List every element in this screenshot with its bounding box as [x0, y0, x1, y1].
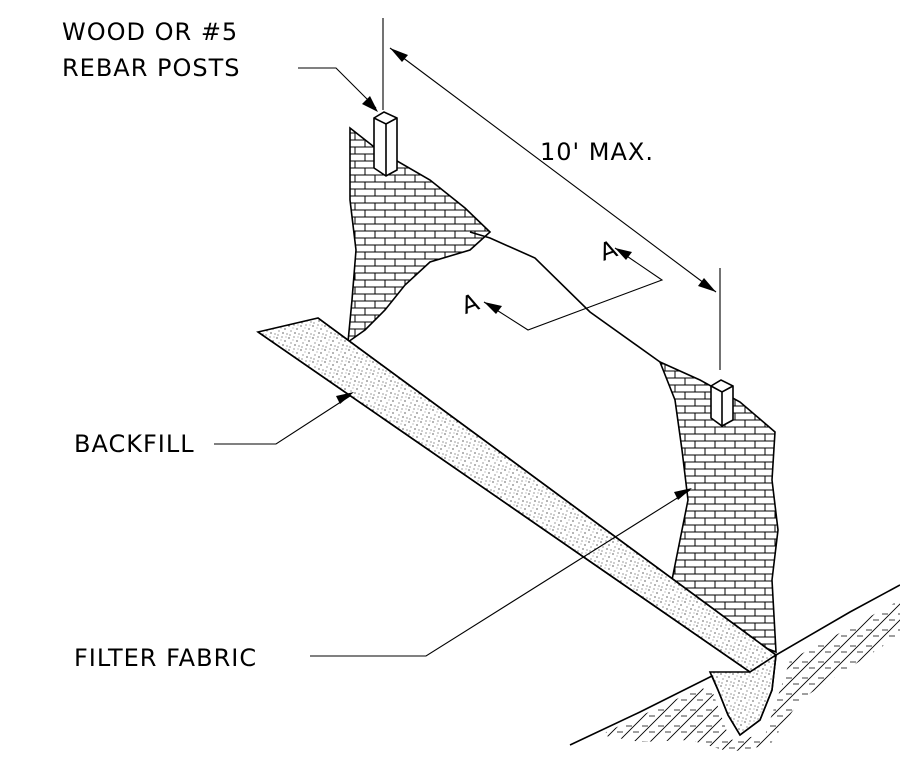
filter-fabric-callout: FILTER FABRIC — [74, 488, 692, 672]
posts-callout: WOOD OR #5 REBAR POSTS — [62, 18, 378, 112]
spacing-label: 10' MAX. — [540, 138, 654, 166]
post-left — [373, 111, 398, 177]
backfill-callout: BACKFILL — [74, 392, 354, 458]
fabric-top-edge — [469, 231, 661, 363]
section-label-lower: A — [458, 288, 484, 320]
section-label-upper: A — [596, 234, 622, 266]
posts-label-line2: REBAR POSTS — [62, 54, 241, 82]
spacing-dimension: 10' MAX. — [382, 18, 721, 370]
filter-fabric-label: FILTER FABRIC — [74, 644, 257, 672]
ground-surface — [569, 584, 900, 752]
post-right — [710, 379, 734, 427]
filter-fabric-left-section — [347, 126, 492, 344]
backfill-label: BACKFILL — [74, 430, 195, 458]
posts-label-line1: WOOD OR #5 — [62, 18, 238, 46]
